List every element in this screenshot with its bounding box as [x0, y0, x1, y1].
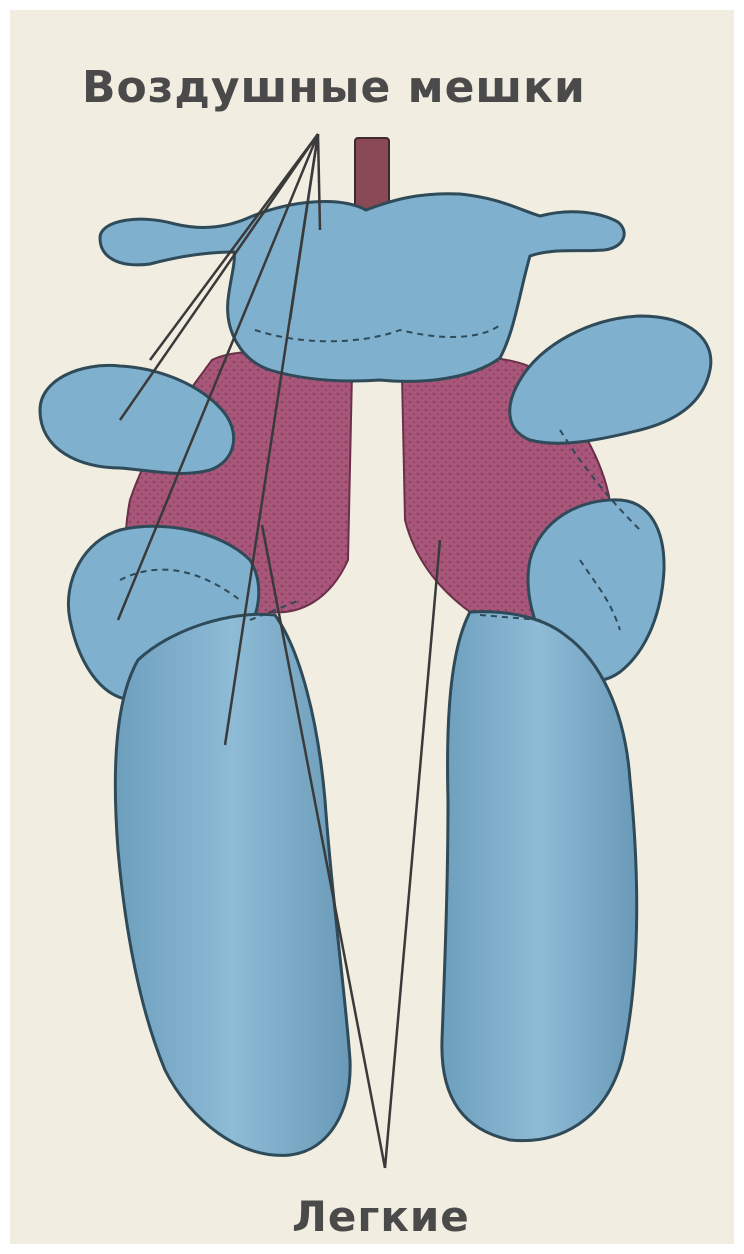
- right-abdominal-air-sac: [442, 612, 637, 1141]
- lungs-label: Легкие: [292, 1192, 470, 1241]
- right-cervical-air-sac: [510, 316, 711, 443]
- air-sacs-label: Воздушные мешки: [82, 62, 586, 113]
